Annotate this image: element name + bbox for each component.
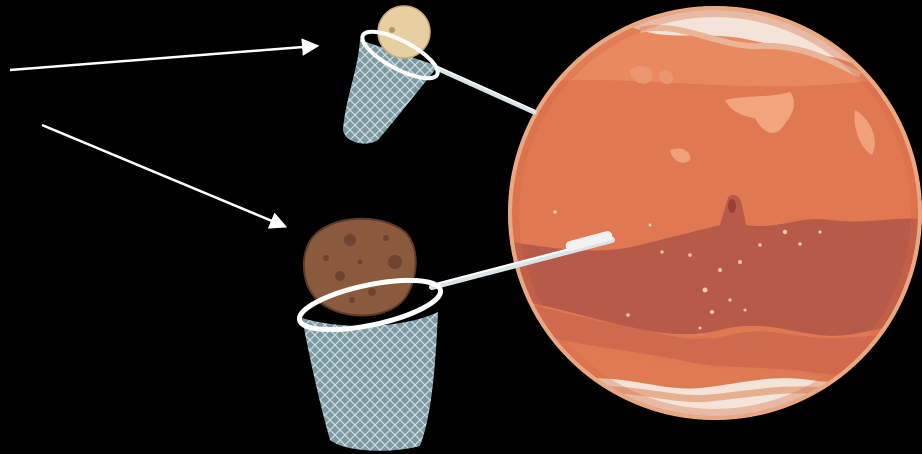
dark-spot	[728, 199, 736, 213]
large-net-mesh	[302, 312, 438, 451]
planet	[500, 0, 922, 454]
arrow-to-small-net	[10, 46, 316, 70]
arrow-to-large-net	[42, 125, 284, 226]
small-net-handle	[432, 66, 534, 112]
small-net	[343, 6, 534, 144]
